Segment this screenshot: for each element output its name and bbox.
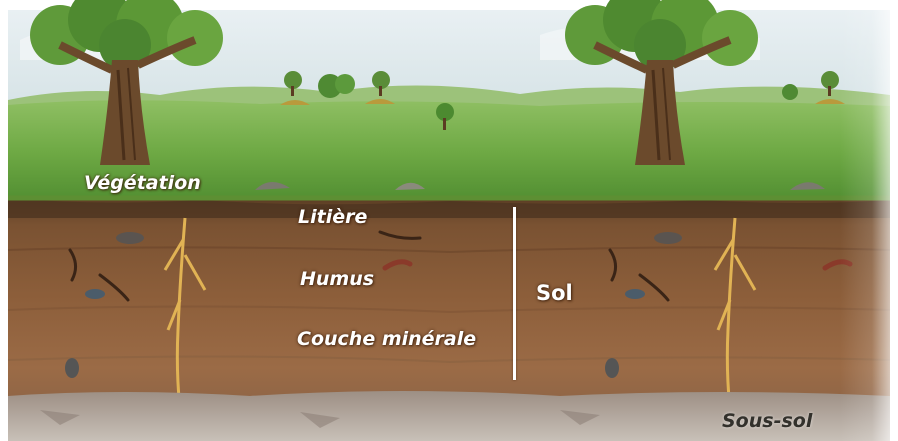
label-sol: Sol xyxy=(536,281,573,305)
label-litiere: Litière xyxy=(298,206,367,228)
label-sous-sol: Sous-sol xyxy=(722,410,812,432)
label-humus: Humus xyxy=(300,268,374,290)
label-couche-minerale: Couche minérale xyxy=(297,328,476,350)
soil-layers xyxy=(8,200,890,410)
soil-bracket-line xyxy=(513,207,516,380)
label-vegetation: Végétation xyxy=(84,172,201,194)
